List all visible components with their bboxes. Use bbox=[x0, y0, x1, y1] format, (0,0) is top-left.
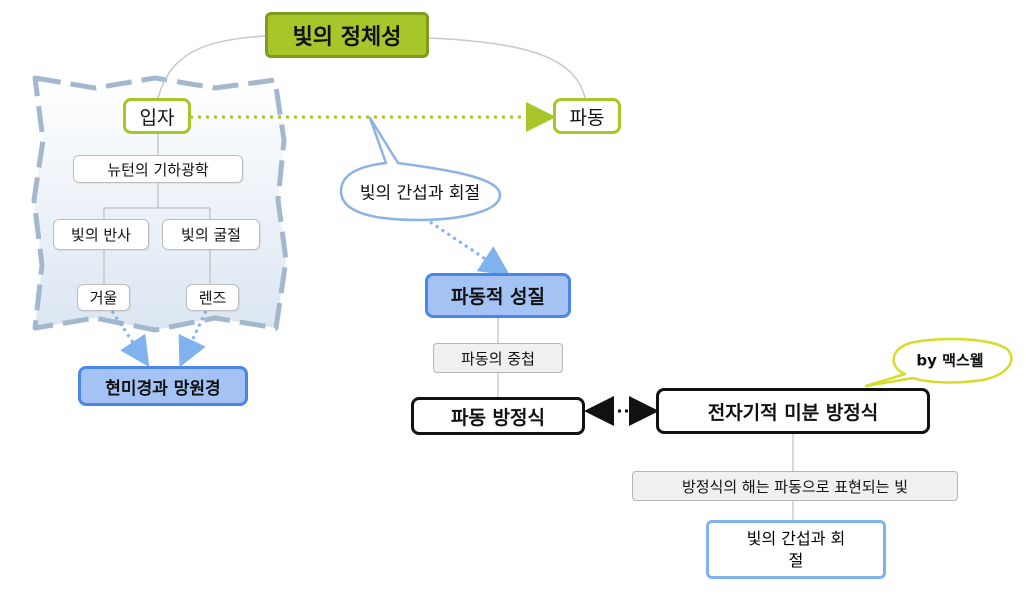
em-equation-label: 전자기적 미분 방정식 bbox=[707, 401, 879, 424]
microscope-telescope-topic[interactable]: 현미경과 망원경 bbox=[78, 366, 248, 406]
wave-topic[interactable]: 파동 bbox=[553, 98, 621, 134]
microscope-telescope-label: 현미경과 망원경 bbox=[105, 378, 221, 399]
interference-callout-shape bbox=[339, 116, 502, 222]
solution-topic[interactable]: 방정식의 해는 파동으로 표현되는 빛 bbox=[632, 471, 958, 501]
solution-label: 방정식의 해는 파동으로 표현되는 빛 bbox=[681, 477, 909, 496]
interference-callout-label: 빛의 간섭과 회절 bbox=[359, 183, 481, 204]
interference-diffraction-line2: 절 bbox=[788, 550, 804, 570]
superposition-label: 파동의 중첩 bbox=[461, 349, 535, 368]
wave-nature-label: 파동적 성질 bbox=[450, 286, 545, 308]
em-equation-topic[interactable]: 전자기적 미분 방정식 bbox=[656, 388, 930, 434]
newton-optics-label: 뉴턴의 기하광학 bbox=[107, 160, 209, 179]
wave-equation-topic[interactable]: 파동 방정식 bbox=[411, 397, 585, 435]
reflection-label: 빛의 반사 bbox=[71, 226, 131, 244]
refraction-topic[interactable]: 빛의 굴절 bbox=[162, 219, 260, 250]
mirror-label: 거울 bbox=[89, 289, 118, 307]
interference-diffraction-topic[interactable]: 빛의 간섭과 회 절 bbox=[706, 520, 886, 579]
refraction-label: 빛의 굴절 bbox=[181, 226, 241, 244]
interference-diffraction-line1: 빛의 간섭과 회 bbox=[746, 528, 846, 548]
root-topic-label: 빛의 정체성 bbox=[292, 25, 402, 50]
wave-equation-label: 파동 방정식 bbox=[450, 406, 545, 429]
particle-topic[interactable]: 입자 bbox=[123, 98, 191, 134]
particle-boundary bbox=[31, 75, 289, 333]
reflection-topic[interactable]: 빛의 반사 bbox=[53, 219, 149, 250]
maxwell-callout-shape bbox=[864, 337, 1013, 388]
lens-topic[interactable]: 렌즈 bbox=[186, 284, 239, 311]
particle-topic-label: 입자 bbox=[139, 106, 175, 129]
lens-label: 렌즈 bbox=[198, 289, 227, 307]
newton-optics-topic[interactable]: 뉴턴의 기하광학 bbox=[73, 155, 243, 183]
maxwell-callout-label: by 맥스웰 bbox=[916, 351, 984, 370]
root-to-wave-line bbox=[428, 37, 586, 99]
wave-nature-topic[interactable]: 파동적 성질 bbox=[425, 273, 571, 318]
root-topic[interactable]: 빛의 정체성 bbox=[265, 12, 429, 58]
root-to-particle-line bbox=[157, 35, 266, 99]
mirror-topic[interactable]: 거울 bbox=[77, 284, 130, 311]
superposition-topic[interactable]: 파동의 중첩 bbox=[433, 343, 563, 373]
wave-topic-label: 파동 bbox=[569, 106, 605, 129]
